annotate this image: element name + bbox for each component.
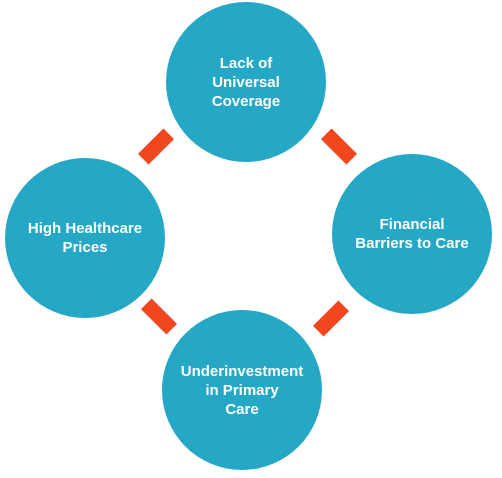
node-high-healthcare-prices: High Healthcare Prices xyxy=(5,158,165,318)
node-label: Underinvestment in Primary Care xyxy=(180,362,304,418)
node-lack-of-universal-coverage: Lack of Universal Coverage xyxy=(166,2,326,162)
node-underinvestment-primary-care: Underinvestment in Primary Care xyxy=(162,310,322,470)
connector-top-left xyxy=(137,128,175,165)
connector-top-right xyxy=(320,128,358,165)
node-label: High Healthcare Prices xyxy=(27,220,143,256)
node-financial-barriers: Financial Barriers to Care xyxy=(332,154,492,314)
node-label: Lack of Universal Coverage xyxy=(211,54,281,110)
connector-bottom-right xyxy=(312,300,350,337)
node-label: Financial Barriers to Care xyxy=(355,216,469,252)
connector-bottom-left xyxy=(140,298,178,335)
